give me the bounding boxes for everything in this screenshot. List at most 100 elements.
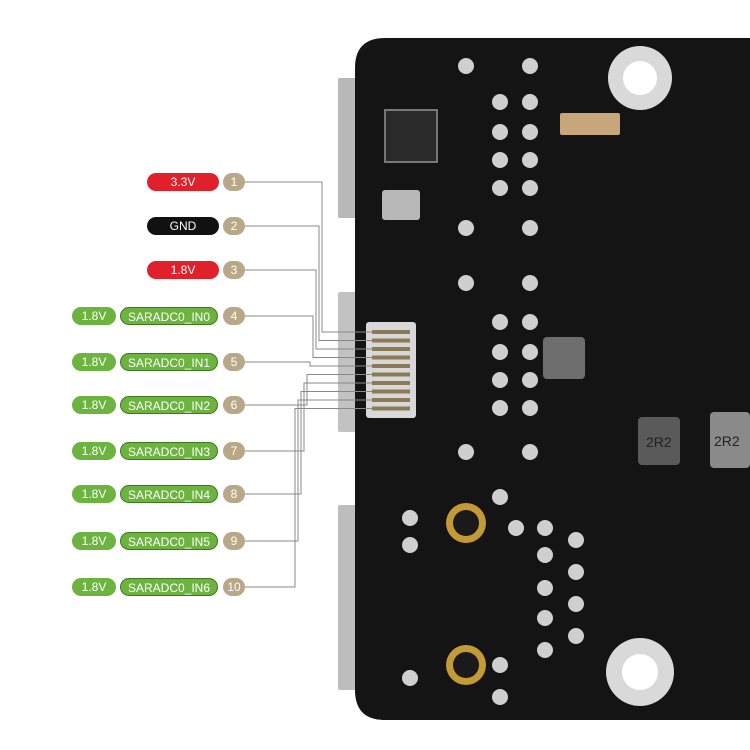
test-pad — [492, 372, 508, 388]
inductor-2r2-left — [638, 417, 680, 465]
test-pad — [492, 124, 508, 140]
test-pad — [492, 344, 508, 360]
fpc-pin — [372, 347, 410, 351]
pin-number-3: 3 — [223, 261, 245, 279]
voltage-label-pin-10: 1.8V — [72, 578, 116, 596]
test-pad — [508, 520, 524, 536]
fpc-connector-pins — [372, 330, 410, 411]
test-pad — [458, 275, 474, 291]
inductor-2r2-right-label: 2R2 — [714, 433, 740, 449]
test-pad — [522, 124, 538, 140]
test-pad — [492, 689, 508, 705]
pin-number-4: 4 — [223, 307, 245, 325]
test-pad — [537, 580, 553, 596]
signal-label-pin-8: SARADC0_IN4 — [120, 485, 218, 503]
qfn-chip — [384, 109, 438, 163]
test-pad — [522, 314, 538, 330]
crystal — [382, 190, 420, 220]
wire-pin-9 — [245, 399, 372, 542]
gold-hole-upper-inner — [453, 510, 479, 536]
test-pad — [537, 547, 553, 563]
pin-number-7: 7 — [223, 442, 245, 460]
voltage-label-pin-9: 1.8V — [72, 532, 116, 550]
usb-port-middle — [338, 292, 360, 432]
capacitor-tan — [560, 113, 620, 135]
test-pad — [458, 58, 474, 74]
fpc-pin — [372, 355, 410, 360]
test-pad — [568, 628, 584, 644]
voltage-label-pin-6: 1.8V — [72, 396, 116, 414]
voltage-label-pin-5: 1.8V — [72, 353, 116, 371]
inductor-2r2-left-label: 2R2 — [646, 434, 672, 450]
signal-label-pin-4: SARADC0_IN0 — [120, 307, 218, 325]
fpc-pin — [372, 330, 410, 334]
usb-port-bottom — [338, 505, 360, 690]
pin-wires — [245, 181, 372, 588]
fpc-pin — [372, 389, 410, 394]
wire-pin-3 — [245, 269, 372, 350]
test-pad — [537, 610, 553, 626]
gold-hole-lower-inner — [453, 652, 479, 678]
wire-pin-8 — [245, 391, 372, 495]
wire-pin-5 — [245, 361, 372, 367]
test-pad — [568, 532, 584, 548]
test-pad — [522, 344, 538, 360]
signal-label-pin-7: SARADC0_IN3 — [120, 442, 218, 460]
voltage-label-pin-1: 3.3V — [147, 173, 219, 191]
test-pad — [492, 400, 508, 416]
test-pad — [537, 642, 553, 658]
mounting-hole-top-inner — [623, 61, 657, 95]
inductor-small — [543, 337, 585, 379]
test-pad — [458, 220, 474, 236]
pin-number-5: 5 — [223, 353, 245, 371]
fpc-pin — [372, 381, 410, 385]
signal-label-pin-6: SARADC0_IN2 — [120, 396, 218, 414]
signal-label-pin-9: SARADC0_IN5 — [120, 532, 218, 550]
pin-number-9: 9 — [223, 532, 245, 550]
test-pad — [402, 537, 418, 553]
pin-number-8: 8 — [223, 485, 245, 503]
fpc-pin — [372, 338, 410, 343]
wire-pin-6 — [245, 374, 372, 406]
test-pad — [522, 180, 538, 196]
test-pad — [537, 520, 553, 536]
test-pad — [492, 180, 508, 196]
wire-pin-2 — [245, 225, 372, 341]
test-pad — [522, 58, 538, 74]
wire-pin-10 — [245, 408, 372, 588]
usb-port-top — [338, 78, 360, 218]
test-pad — [492, 94, 508, 110]
test-pad — [522, 275, 538, 291]
wire-pin-1 — [245, 181, 372, 333]
fpc-pin — [372, 372, 410, 377]
inductor-2r2-right — [710, 412, 750, 468]
test-pad — [492, 657, 508, 673]
fpc-pin — [372, 398, 410, 402]
test-pad — [522, 94, 538, 110]
test-pad — [492, 489, 508, 505]
wire-pin-4 — [245, 315, 372, 358]
voltage-label-pin-7: 1.8V — [72, 442, 116, 460]
test-pad — [402, 510, 418, 526]
test-pad — [522, 152, 538, 168]
test-pad — [568, 564, 584, 580]
test-pad — [522, 444, 538, 460]
voltage-label-pin-4: 1.8V — [72, 307, 116, 325]
signal-label-pin-5: SARADC0_IN1 — [120, 353, 218, 371]
pin-number-6: 6 — [223, 396, 245, 414]
test-pad — [492, 152, 508, 168]
wire-pin-7 — [245, 382, 372, 452]
fpc-pin — [372, 364, 410, 368]
test-pad — [402, 670, 418, 686]
pin-number-10: 10 — [223, 578, 245, 596]
fpc-connector — [366, 322, 416, 418]
pin-number-1: 1 — [223, 173, 245, 191]
voltage-label-pin-8: 1.8V — [72, 485, 116, 503]
pin-number-2: 2 — [223, 217, 245, 235]
voltage-label-pin-2: GND — [147, 217, 219, 235]
test-pad — [522, 372, 538, 388]
test-pad — [492, 314, 508, 330]
signal-label-pin-10: SARADC0_IN6 — [120, 578, 218, 596]
fpc-pin — [372, 406, 410, 411]
